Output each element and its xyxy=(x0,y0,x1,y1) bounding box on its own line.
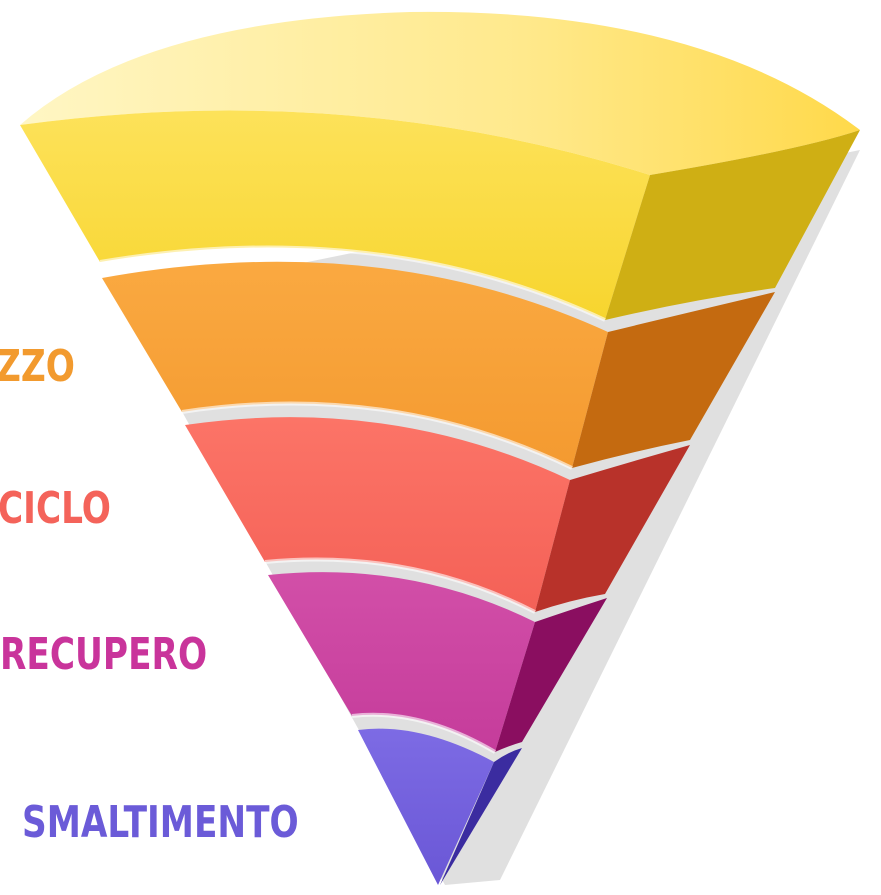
tier-purple xyxy=(358,728,522,885)
tier-orange xyxy=(102,261,775,468)
tier-yellow xyxy=(20,11,860,321)
tier-magenta-side xyxy=(495,598,607,752)
tier-red xyxy=(185,417,690,612)
tier-yellow-front xyxy=(20,110,650,321)
tier-label-recupero: RECUPERO xyxy=(0,629,208,680)
tier-purple-side xyxy=(440,748,522,885)
tier-yellow-side xyxy=(605,130,860,320)
tier-gap-4 xyxy=(351,712,497,754)
tier-magenta-front xyxy=(268,572,535,752)
tier-gap-2 xyxy=(181,401,573,470)
tier-label-smaltimento: SMALTIMENTO xyxy=(22,797,299,848)
tier-red-front xyxy=(185,417,570,612)
tier-gap-1 xyxy=(99,245,606,322)
tier-orange-front xyxy=(102,261,608,468)
tier-label-ciclo: CICLO xyxy=(0,483,111,534)
tier-yellow-top xyxy=(20,11,860,175)
tier-purple-front xyxy=(358,728,494,885)
tier-red-side xyxy=(535,445,690,612)
tier-gap-3 xyxy=(264,557,536,614)
tier-label-zzo: ZZO xyxy=(0,341,75,392)
tier-magenta xyxy=(268,572,607,752)
tier-orange-side xyxy=(572,292,775,468)
